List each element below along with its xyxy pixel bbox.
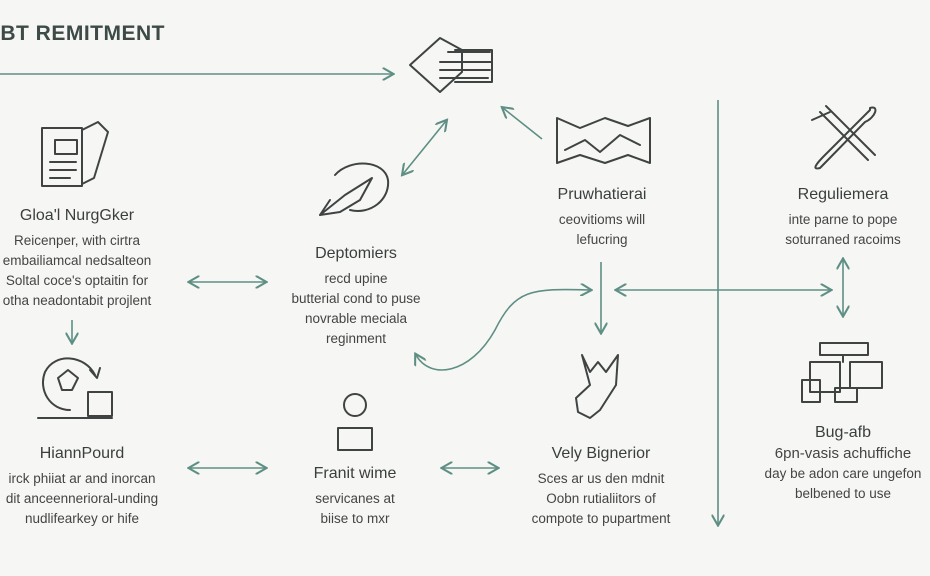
node-vely: Vely Bignerior Sces ar us den mdnit Oobn… (532, 445, 671, 529)
flowchart-icon (801, 342, 883, 403)
node-line: 6pn-vasis achuffiche (774, 445, 912, 462)
node-line: butterial cond to puse (291, 291, 421, 306)
node-line: day be adon care ungefon (764, 466, 922, 481)
node-line: embailiamcal nedsalteon (2, 253, 152, 268)
node-line: Soltal coce's optaitin for (5, 273, 149, 288)
node-pruwhatierai: Pruwhatierai ceovitioms will lefucring (558, 186, 647, 250)
bug-icon (575, 354, 619, 419)
node-line: biise to mxr (320, 511, 390, 526)
tools-icon (811, 105, 877, 170)
node-deptomiers: Deptomiers recd upine butterial cond to … (291, 245, 420, 349)
node-heading: Vely Bignerior (551, 445, 651, 462)
node-heading: Gloa'l NurgGker (19, 207, 135, 224)
rocket-icon (319, 162, 390, 216)
person-icon (337, 393, 373, 451)
node-line: inte parne to pope (788, 212, 898, 227)
node-line: soturraned racoims (785, 232, 901, 247)
node-line: novrable meciala (304, 311, 408, 326)
node-heading: Deptomiers (315, 245, 397, 262)
document-stack-icon (41, 121, 109, 187)
node-line: otha neadontabit projlent (2, 293, 152, 308)
node-line: lefucring (576, 232, 628, 247)
arrow-doc-map (503, 108, 543, 140)
node-hiannpourd: HiannPourd irck phiiat ar and inorcan di… (6, 445, 158, 529)
node-franit: Franit wime servicanes at biise to mxr (314, 465, 397, 529)
page-title: IBT REMITMENT (0, 22, 165, 45)
refresh-laptop-icon (37, 357, 113, 419)
map-icon (556, 117, 651, 164)
curve-connector (416, 289, 590, 371)
node-heading: Franit wime (313, 465, 397, 482)
node-heading: HiannPourd (39, 445, 125, 462)
node-bug: Bug-afb 6pn-vasis achuffiche day be adon… (765, 424, 922, 504)
node-heading: Pruwhatierai (557, 186, 647, 203)
node-line: dit anceennerioral-unding (5, 491, 159, 506)
node-line: servicanes at (315, 491, 395, 506)
node-line: recd upine (324, 271, 388, 286)
node-line: compote to pupartment (531, 511, 671, 526)
node-line: belbened to use (794, 486, 892, 501)
document-icon (409, 37, 493, 93)
arrow-rocket-doc (403, 121, 446, 174)
node-line: Sces ar us den mdnit (537, 471, 665, 486)
node-line: reginment (325, 331, 387, 346)
node-line: ceovitioms will (558, 212, 646, 227)
node-heading: Reguliemera (797, 186, 889, 203)
node-global: Gloa'l NurgGker Reicenper, with cirtra e… (3, 207, 152, 311)
node-line: Reicenper, with cirtra (13, 233, 141, 248)
node-line: irck phiiat ar and inorcan (8, 471, 156, 486)
node-line: nudlifearkey or hife (24, 511, 140, 526)
node-line: Oobn rutialiitors of (546, 491, 656, 506)
node-reguliemera: Reguliemera inte parne to pope soturrane… (785, 186, 901, 250)
node-heading: Bug-afb (814, 424, 872, 441)
